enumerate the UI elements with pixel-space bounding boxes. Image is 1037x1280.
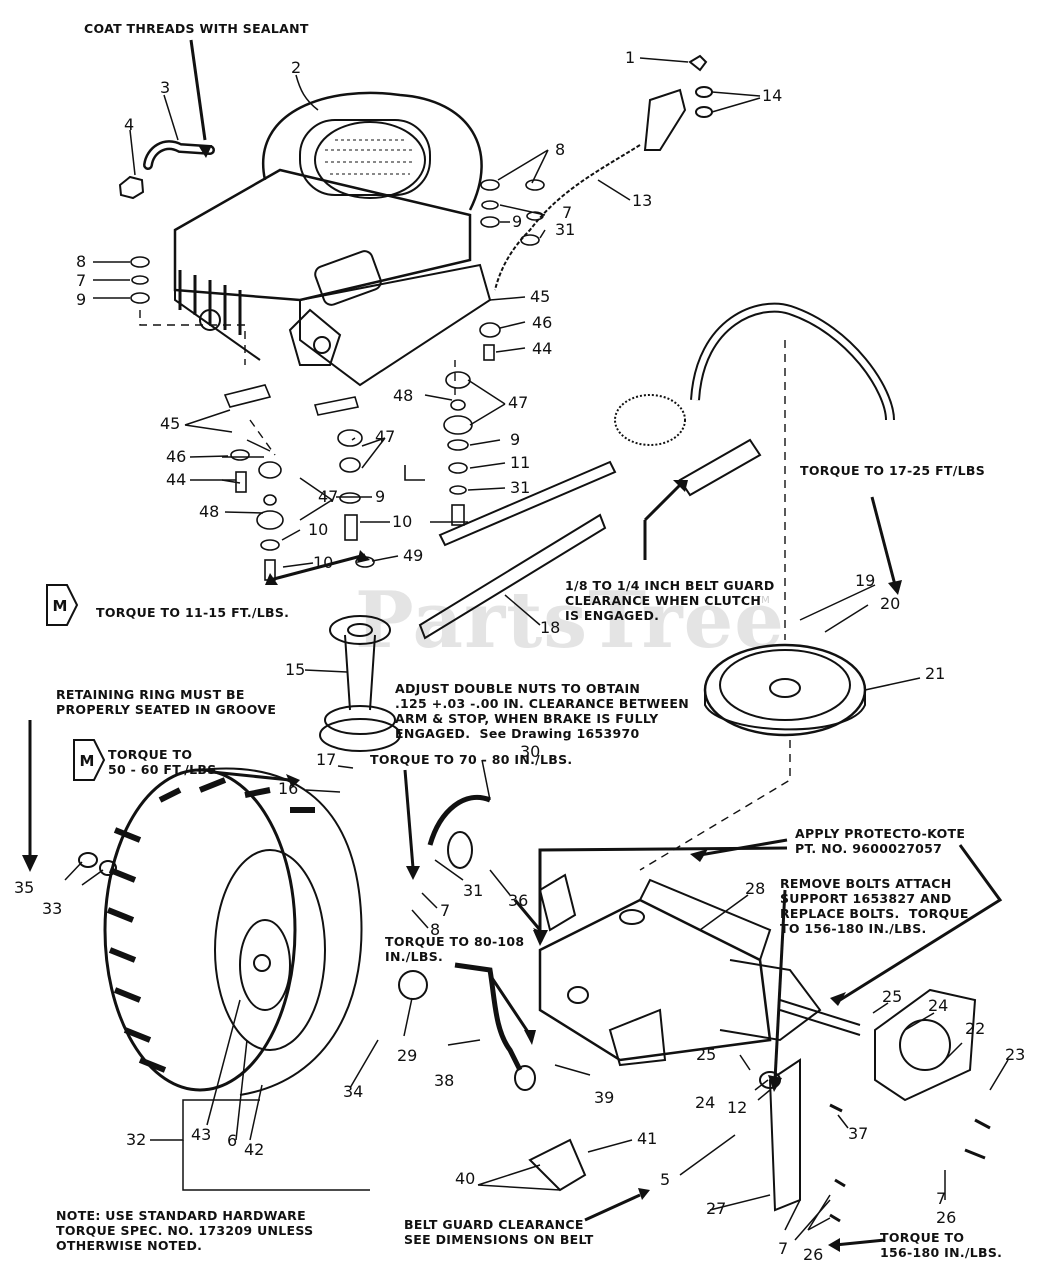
callout-27: 27 xyxy=(706,1199,727,1218)
callout-7: 7 xyxy=(936,1189,947,1208)
m-badge-icon: M xyxy=(46,584,79,626)
callout-48: 48 xyxy=(199,502,220,521)
callout-25: 25 xyxy=(882,987,903,1006)
callout-19: 19 xyxy=(855,571,876,590)
note-standard-hardware: NOTE: USE STANDARD HARDWARE TORQUE SPEC.… xyxy=(56,1208,314,1253)
callout-36: 36 xyxy=(508,891,529,910)
callout-23: 23 xyxy=(1005,1045,1026,1064)
note-coat-threads: COAT THREADS WITH SEALANT xyxy=(84,21,309,36)
callout-8: 8 xyxy=(430,920,441,939)
svg-text:M: M xyxy=(53,597,68,615)
callout-7: 7 xyxy=(562,203,573,222)
callout-33: 33 xyxy=(42,899,63,918)
note-retaining-ring: RETAINING RING MUST BE PROPERLY SEATED I… xyxy=(56,687,277,717)
note-torque-156-180: TORQUE TO 156-180 IN./LBS. xyxy=(880,1230,1003,1260)
note-belt-guard-clearance-clutch: 1/8 TO 1/4 INCH BELT GUARD CLEARANCE WHE… xyxy=(565,578,775,623)
note-torque-50-60: TORQUE TO 50 - 60 FT./LBS. xyxy=(108,747,222,777)
callout-28: 28 xyxy=(745,879,766,898)
note-adjust-double-nuts: ADJUST DOUBLE NUTS TO OBTAIN .125 +.03 -… xyxy=(395,681,689,741)
callout-41: 41 xyxy=(637,1129,658,1148)
callout-32: 32 xyxy=(126,1130,147,1149)
note-torque-17-25: TORQUE TO 17-25 FT/LBS xyxy=(800,463,986,478)
callout-31: 31 xyxy=(510,478,531,497)
callout-45: 45 xyxy=(160,414,181,433)
callout-45: 45 xyxy=(530,287,551,306)
callout-21: 21 xyxy=(925,664,946,683)
callout-9: 9 xyxy=(510,430,521,449)
svg-text:M: M xyxy=(80,752,95,770)
callout-4: 4 xyxy=(124,115,135,134)
callout-9: 9 xyxy=(512,212,523,231)
callout-18: 18 xyxy=(540,618,561,637)
callout-24: 24 xyxy=(695,1093,716,1112)
callout-15: 15 xyxy=(285,660,306,679)
callout-10: 10 xyxy=(392,512,413,531)
callout-9: 10 xyxy=(308,520,329,539)
callout-10: 10 xyxy=(313,553,334,572)
note-torque-70-80: TORQUE TO 70 - 80 IN./LBS. xyxy=(370,752,573,767)
callout-37: 37 xyxy=(848,1124,869,1143)
callout-3: 3 xyxy=(160,78,171,97)
callout-24: 24 xyxy=(928,996,949,1015)
note-torque-11-15: TORQUE TO 11-15 FT./LBS. xyxy=(96,605,290,620)
callout-26: 26 xyxy=(936,1208,957,1227)
tire-part xyxy=(103,767,363,1096)
callout-26: 26 xyxy=(803,1245,824,1264)
callout-8: 8 xyxy=(76,252,87,271)
note-apply-protecto-kote: APPLY PROTECTO-KOTE PT. NO. 9600027057 xyxy=(795,826,966,856)
callout-12: 12 xyxy=(727,1098,748,1117)
callout-7: 7 xyxy=(440,901,451,920)
callout-43: 43 xyxy=(191,1125,212,1144)
callout-14: 14 xyxy=(762,86,783,105)
callout-48: 48 xyxy=(393,386,414,405)
transaxle-part xyxy=(538,878,861,1067)
callout-46: 46 xyxy=(532,313,553,332)
callout-17: 17 xyxy=(316,750,337,769)
callout-29: 29 xyxy=(397,1046,418,1065)
callout-49: 49 xyxy=(403,546,424,565)
callout-11: 11 xyxy=(510,453,531,472)
callout-9: 9 xyxy=(375,487,386,506)
callout-30: 30 xyxy=(520,742,541,761)
callout-7: 7 xyxy=(76,271,87,290)
note-belt-guard-dimensions: BELT GUARD CLEARANCE SEE DIMENSIONS ON B… xyxy=(404,1217,594,1247)
watermark-trademark: TM xyxy=(755,595,770,606)
m-badge-icon: M xyxy=(73,739,106,781)
callout-47: 47 xyxy=(375,427,396,446)
callout-34: 34 xyxy=(343,1082,364,1101)
callout-5: 5 xyxy=(660,1170,671,1189)
callout-38: 38 xyxy=(434,1071,455,1090)
callout-20: 20 xyxy=(880,594,901,613)
callout-47: 47 xyxy=(508,393,529,412)
callout-8: 8 xyxy=(555,140,566,159)
callout-6: 6 xyxy=(227,1131,238,1150)
note-torque-80-108: TORQUE TO 80-108 IN./LBS. xyxy=(385,934,525,964)
callout-31: 31 xyxy=(555,220,576,239)
callout-42: 42 xyxy=(244,1140,265,1159)
callout-25: 25 xyxy=(696,1045,717,1064)
callout-2: 2 xyxy=(291,58,302,77)
callout-40: 40 xyxy=(455,1169,476,1188)
callout-46: 46 xyxy=(166,447,187,466)
note-remove-bolts: REMOVE BOLTS ATTACH SUPPORT 1653827 AND … xyxy=(780,876,969,936)
callout-44: 44 xyxy=(166,470,187,489)
engine-part xyxy=(173,91,492,387)
callout-39: 39 xyxy=(594,1088,615,1107)
callout-7: 7 xyxy=(778,1239,789,1258)
callout-22: 22 xyxy=(965,1019,986,1038)
callout-13: 13 xyxy=(632,191,653,210)
callout-35: 35 xyxy=(14,878,35,897)
callout-16: 16 xyxy=(278,779,299,798)
callout-31: 31 xyxy=(463,881,484,900)
callout-47: 47 xyxy=(318,487,339,506)
callout-44: 44 xyxy=(532,339,553,358)
callout-1: 1 xyxy=(625,48,636,67)
callout-9: 9 xyxy=(76,290,87,309)
